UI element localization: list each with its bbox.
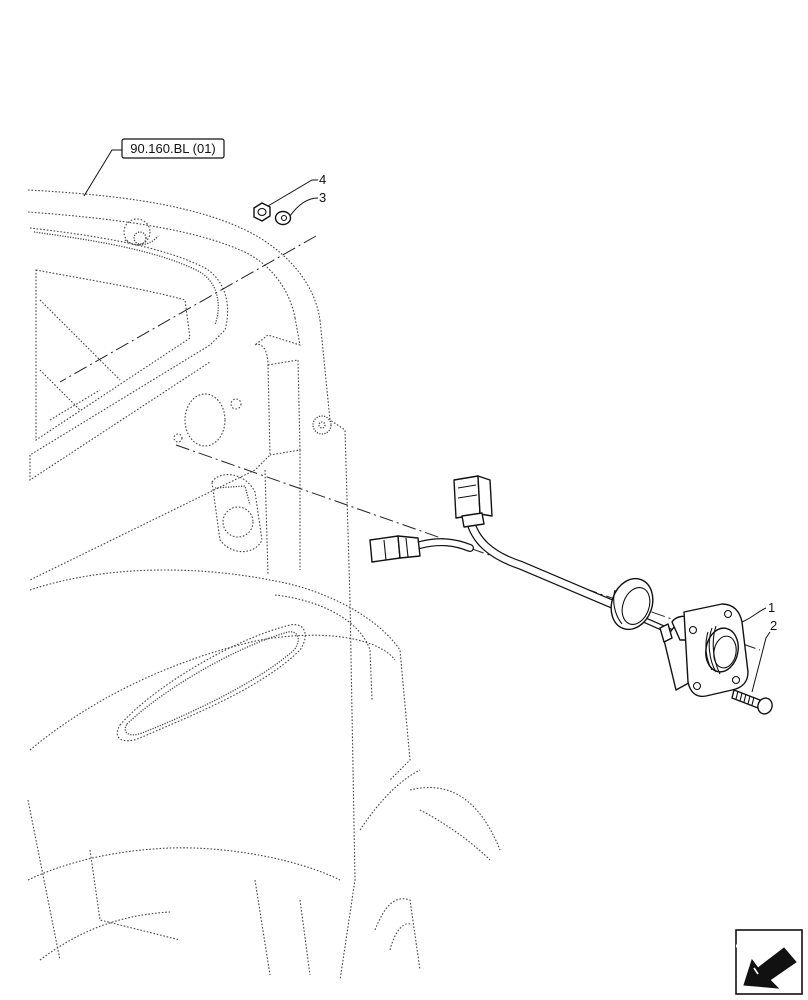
cab-panel-outline (27, 189, 501, 981)
grommet-ring (610, 577, 654, 631)
reference-leader-line (83, 149, 122, 197)
screw-part (731, 689, 773, 715)
callout-2: 2 (770, 618, 777, 633)
reference-label[interactable]: 90.160.BL (01) (121, 138, 225, 159)
assembly-center-lines (59, 235, 761, 651)
leader-line-1 (741, 607, 767, 623)
washer-part (274, 210, 292, 226)
arrow-icon[interactable] (735, 929, 803, 995)
callout-4: 4 (319, 172, 326, 187)
nut-part (253, 202, 271, 222)
lower-connector (369, 535, 421, 563)
upper-connector (453, 475, 493, 528)
leader-line-2 (751, 631, 771, 693)
svg-text:90.160.BL (01): 90.160.BL (01) (130, 141, 216, 156)
leader-line-3 (289, 197, 319, 217)
sensor-housing-part (659, 603, 749, 698)
leader-line-4 (267, 179, 318, 207)
callout-3: 3 (319, 190, 326, 205)
callout-1: 1 (768, 600, 775, 615)
wiring-harness (416, 515, 693, 643)
